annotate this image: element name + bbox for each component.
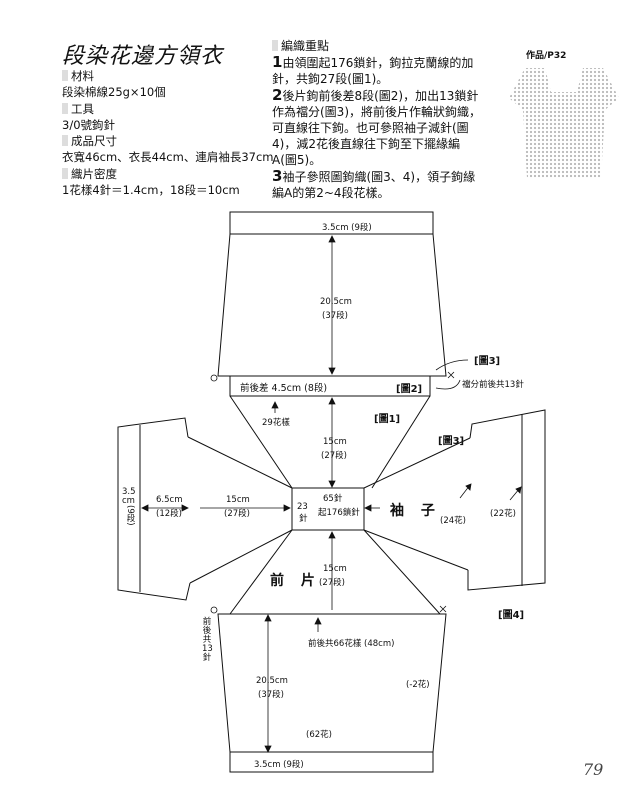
materials-section: 材料 — [62, 68, 94, 84]
sleeve-yoke-cm: 15cm — [226, 495, 250, 505]
size-heading: 成品尺寸 — [62, 133, 117, 149]
body-length-label: 20.5cm — [256, 676, 288, 686]
back-top-band-label: 3.5cm (9段) — [322, 223, 372, 233]
neck-chain-label: 起176鎖針 — [318, 508, 360, 518]
sleeve-band-cm-unit: cm — [122, 496, 135, 506]
yoke-depth-label: 15cm — [323, 437, 347, 447]
back-length-label: 20.5cm — [320, 297, 352, 307]
back-neck-band — [229, 211, 434, 235]
left-raglan — [187, 436, 293, 584]
side-stitches-unit: 針 — [299, 514, 308, 524]
end-marker-bottom — [439, 605, 447, 613]
sleeve-band-rows: (9段) — [125, 505, 135, 526]
body-length-rows-label: (37段) — [258, 690, 284, 700]
instruction-step-2: 2後片鉤前後差8段(圖2)，加出13鎖針作為襠分(圖3)，將前後片作輪狀鉤織，可… — [272, 86, 481, 167]
sleeve-left-rows: (12段) — [156, 509, 182, 519]
gauge-section: 織片密度 — [62, 166, 117, 182]
front-back-difference-band — [229, 375, 431, 397]
gauge-heading: 織片密度 — [62, 166, 117, 182]
right-raglan — [363, 437, 471, 571]
front-piece-label: 前 片 — [270, 573, 321, 589]
instruction-step-1: 1由領圍起176鎖針，鉤拉克蘭線的加針，共鉤27段(圖1)。 — [272, 53, 474, 86]
pattern-title: 段染花邊方領衣 — [62, 44, 224, 69]
fig3-leader — [435, 359, 469, 371]
garment-photo — [509, 68, 619, 178]
neck-stitches-label: 65針 — [323, 494, 343, 504]
left-sleeve — [117, 417, 191, 601]
yoke-raglan-upper — [229, 395, 431, 489]
front-back-difference-label: 前後差 4.5cm (8段) — [240, 383, 328, 394]
page-number: 79 — [583, 760, 604, 779]
side-stitches-label: 23 — [297, 502, 308, 512]
pattern-count-top: 29花樣 — [262, 418, 290, 428]
end-marker-top — [447, 371, 455, 379]
right-sleeve — [467, 409, 546, 591]
tools-heading: 工具 — [62, 101, 94, 117]
yarn-value: 段染棉線25g×10個 — [62, 85, 166, 99]
sleeve-label: 袖 子 — [390, 503, 441, 519]
front-rows-label: (27段) — [319, 578, 345, 588]
yoke-raglan-lower — [229, 529, 441, 615]
sleeve-pattern-24: (24花) — [440, 516, 466, 526]
fig1-reference: [圖1] — [374, 414, 401, 425]
fig2-reference: [圖2] — [396, 384, 423, 395]
fig4-reference: [圖4] — [498, 610, 525, 621]
size-section: 成品尺寸 — [62, 133, 117, 149]
gusset-note: 襠分前後共13針 — [462, 380, 524, 390]
sleeve-pattern-22: (22花) — [490, 509, 516, 519]
instructions-heading: 編織重點 — [272, 38, 484, 54]
sleeve-yoke-rows: (27段) — [224, 509, 250, 519]
instructions-section: 編織重點 1由領圍起176鎖針，鉤拉克蘭線的加針，共鉤27段(圖1)。 2後片鉤… — [272, 38, 484, 201]
hem-band — [229, 751, 434, 773]
fig3-reference-top: [圖3] — [474, 356, 501, 367]
side-gusset-note: 前後共13針 — [202, 617, 213, 663]
photo-reference-label: 作品/P32 — [526, 51, 567, 61]
instruction-step-3: 3袖子參照圖鉤織(圖3、4)，領子鉤緣編A的第2~4段花樣。 — [272, 167, 476, 200]
fig3-reference-right: [圖3] — [438, 436, 465, 447]
tools-section: 工具 — [62, 101, 94, 117]
body-pattern-62: (62花) — [306, 730, 332, 740]
start-marker-bottom — [210, 606, 218, 614]
start-marker-top — [210, 374, 218, 382]
front-depth-label: 15cm — [323, 564, 347, 574]
gauge-value: 1花樣4針＝1.4cm，18段＝10cm — [62, 183, 240, 197]
body-pattern-note: 前後共66花樣 (48cm) — [308, 639, 395, 649]
sleeve-band-cm: 3.5 — [122, 487, 136, 497]
hem-band-label: 3.5cm (9段) — [254, 760, 304, 770]
sleeve-left-cm: 6.5cm — [156, 495, 183, 505]
back-length-rows-label: (37段) — [322, 311, 348, 321]
decrease-note: (-2花) — [406, 680, 430, 690]
yoke-rows-label: (27段) — [321, 451, 347, 461]
neck-center — [291, 487, 365, 531]
yarn-heading: 材料 — [62, 68, 94, 84]
tools-value: 3/0號鉤針 — [62, 118, 116, 132]
size-value: 衣寬46cm、衣長44cm、連肩袖長37cm — [62, 150, 274, 164]
